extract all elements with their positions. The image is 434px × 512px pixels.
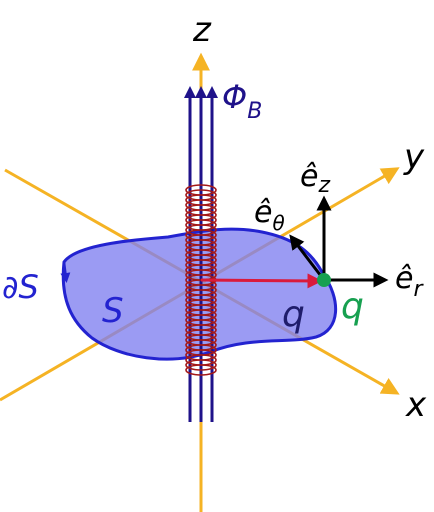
flux-label: ΦB bbox=[222, 78, 262, 124]
x-axis-label: x bbox=[405, 385, 427, 425]
solenoid-coil bbox=[185, 184, 217, 376]
radial-vector bbox=[200, 273, 323, 289]
surface-label: S bbox=[102, 291, 124, 331]
boundary-orientation-arrow bbox=[60, 261, 71, 283]
charge-point bbox=[317, 273, 331, 287]
z-axis-label: z bbox=[192, 10, 212, 50]
etheta-label: êθ bbox=[254, 195, 285, 235]
ez-label: êz bbox=[300, 159, 330, 198]
charge-label-surface: q bbox=[282, 294, 305, 335]
er-label: êr bbox=[395, 261, 424, 302]
y-axis-label: y bbox=[403, 137, 425, 177]
boundary-label: ∂S bbox=[2, 268, 39, 306]
etheta-vector bbox=[289, 234, 326, 281]
coil-ring bbox=[185, 364, 217, 376]
coil-ring bbox=[185, 359, 217, 371]
charge-label-point: q bbox=[341, 286, 364, 327]
surface-s bbox=[61, 227, 337, 361]
